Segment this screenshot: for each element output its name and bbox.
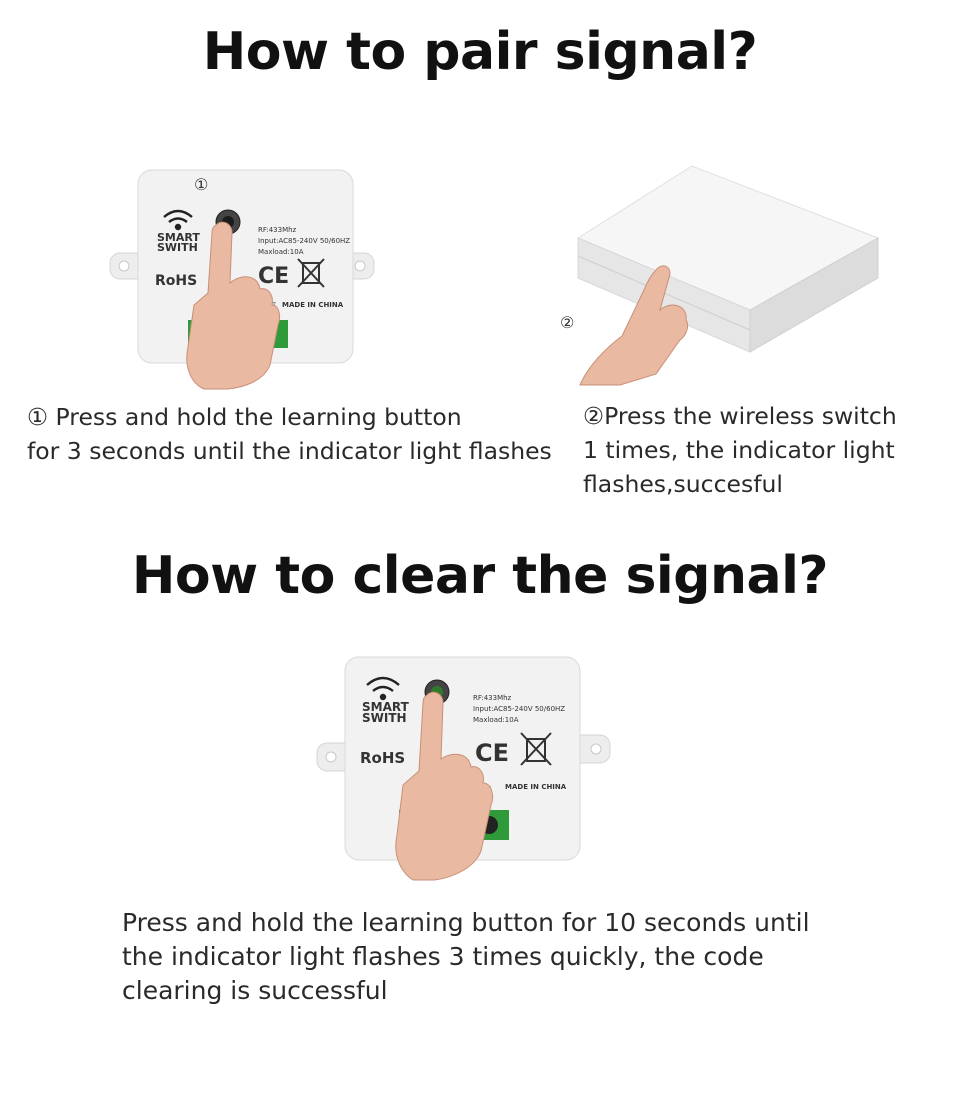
caption-line: for 3 seconds until the indicator light … xyxy=(27,437,552,465)
rohs-mark: RoHS xyxy=(155,273,197,289)
pressing-hand-icon xyxy=(579,265,689,386)
brand-line1: SMART xyxy=(157,231,200,244)
weee-bin-icon xyxy=(297,258,325,288)
maxload-spec: Maxload:10A xyxy=(258,248,304,256)
wireless-switch-image: ② xyxy=(560,165,880,386)
brand-line1: SMART xyxy=(362,700,410,714)
brand-line2: SWITH xyxy=(157,241,198,254)
step2-marker: ② xyxy=(560,313,574,332)
receiver-module-image: SMART SWITH RF:433Mhz Input:AC85-240V 50… xyxy=(316,656,611,881)
step1-caption: ① Press and hold the learning button for… xyxy=(27,400,552,468)
maxload-spec: Maxload:10A xyxy=(473,716,519,724)
wifi-icon xyxy=(163,209,193,231)
ce-mark: CE xyxy=(475,739,509,767)
step1-marker: ① xyxy=(194,175,208,194)
switch-panel-side-right xyxy=(749,237,879,353)
caption-line: the indicator light flashes 3 times quic… xyxy=(122,942,764,971)
caption-line: ① Press and hold the learning button xyxy=(27,403,462,431)
origin-label: MADE IN CHINA xyxy=(282,301,344,309)
brand-line2: SWITH xyxy=(362,711,407,725)
rf-spec: RF:433Mhz xyxy=(473,694,512,702)
caption-line: ②Press the wireless switch xyxy=(583,402,897,430)
pair-section-title: How to pair signal? xyxy=(202,22,758,82)
rf-spec: RF:433Mhz xyxy=(258,226,297,234)
caption-line: 1 times, the indicator light xyxy=(583,436,895,464)
pressing-hand-icon xyxy=(395,691,494,881)
clear-section-title: How to clear the signal? xyxy=(131,546,829,606)
caption-line: Press and hold the learning button for 1… xyxy=(122,908,810,937)
weee-bin-icon xyxy=(520,732,552,766)
receiver-module-image: ① SMART SWITH RF:433Mhz Input:AC85-240V … xyxy=(109,169,375,390)
ce-mark: CE xyxy=(258,264,289,289)
input-spec: Input:AC85-240V 50/60HZ xyxy=(473,705,565,713)
pressing-hand-icon xyxy=(186,221,281,390)
wifi-icon xyxy=(366,676,400,701)
input-spec: Input:AC85-240V 50/60HZ xyxy=(258,237,350,245)
step2-caption: ②Press the wireless switch 1 times, the … xyxy=(583,399,897,501)
clear-caption: Press and hold the learning button for 1… xyxy=(122,906,810,1008)
caption-line: flashes,succesful xyxy=(583,470,783,498)
origin-label: MADE IN CHINA xyxy=(505,783,567,791)
caption-line: clearing is successful xyxy=(122,976,388,1005)
rohs-mark: RoHS xyxy=(360,749,405,767)
